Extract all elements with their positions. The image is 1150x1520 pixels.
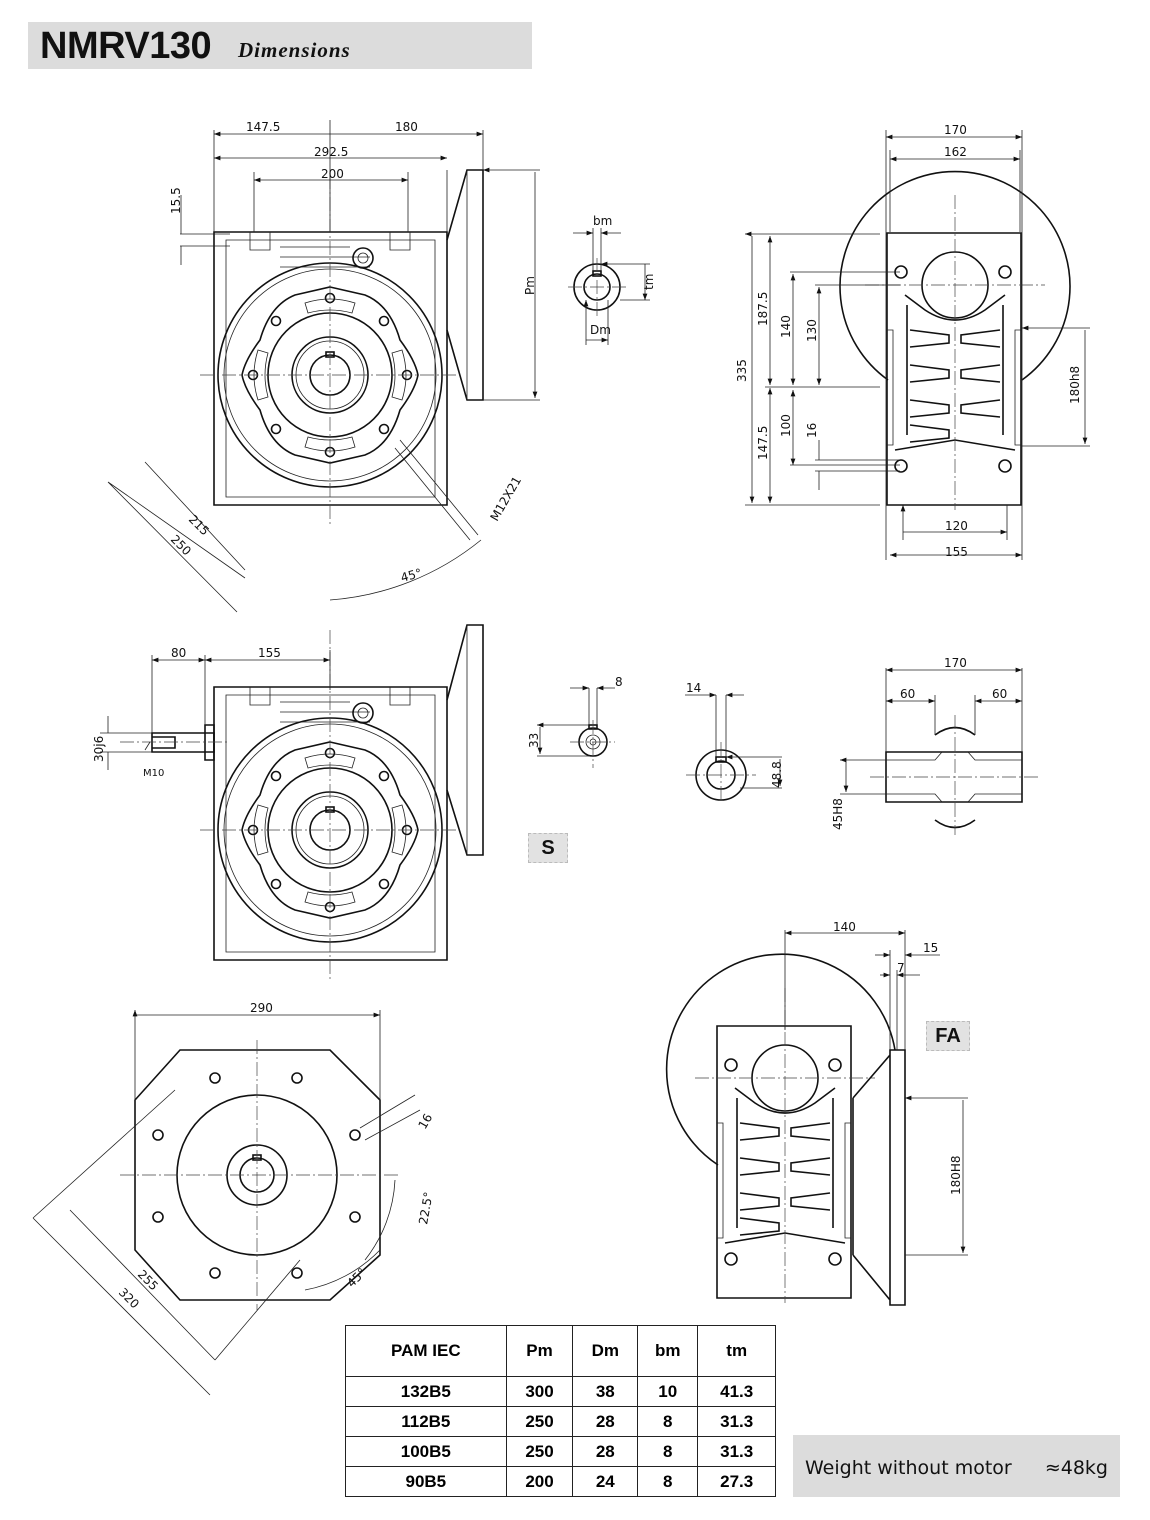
header-tm: tm xyxy=(697,1325,776,1377)
weight-value: ≈48kg xyxy=(1044,1457,1108,1479)
cell: 112B5 xyxy=(345,1406,507,1437)
dim-292-5: 292.5 xyxy=(314,145,348,159)
dim-200: 200 xyxy=(321,167,344,181)
fa-view-drawing: 140 15 7 180H8 xyxy=(665,920,968,1306)
dim-48-8: 48.8 xyxy=(770,761,784,788)
dim-147-5-lower: 147.5 xyxy=(756,426,770,460)
dim-255: 255 xyxy=(135,1267,161,1293)
dim-180h8: 180h8 xyxy=(1068,366,1082,404)
dim-80: 80 xyxy=(171,646,186,660)
dim-60-left: 60 xyxy=(900,687,915,701)
dim-290: 290 xyxy=(250,1001,273,1015)
title-bar: NMRV130 Dimensions xyxy=(28,22,532,69)
dim-140: 140 xyxy=(779,315,793,338)
cell: 38 xyxy=(572,1376,639,1407)
angle-22-5: 22.5° xyxy=(416,1191,435,1226)
dim-155-input: 155 xyxy=(258,646,281,660)
header-dm: Dm xyxy=(572,1325,639,1377)
dim-30j6: 30j6 xyxy=(92,736,106,762)
header-bm: bm xyxy=(637,1325,699,1377)
dim-155: 155 xyxy=(945,545,968,559)
header-pm: Pm xyxy=(505,1325,574,1377)
cell: 31.3 xyxy=(697,1436,776,1467)
dim-dm: Dm xyxy=(590,323,611,337)
cell: 10 xyxy=(637,1376,699,1407)
dim-147-5: 147.5 xyxy=(246,120,280,134)
dim-187-5: 187.5 xyxy=(756,292,770,326)
dim-320: 320 xyxy=(116,1285,142,1311)
cell: 100B5 xyxy=(345,1436,507,1467)
weight-box: Weight without motor ≈48kg xyxy=(793,1435,1120,1497)
cell: 250 xyxy=(505,1436,574,1467)
dim-170: 170 xyxy=(944,123,967,137)
badge-s: S xyxy=(528,833,568,863)
cell: 8 xyxy=(637,1406,699,1437)
dim-250: 250 xyxy=(168,532,194,558)
side-view-drawing: 170 162 335 187.5 140 130 147.5 100 16 1… xyxy=(735,123,1090,560)
cell: 8 xyxy=(637,1466,699,1497)
subtitle: Dimensions xyxy=(238,38,351,62)
dim-pm: Pm xyxy=(523,276,537,295)
cell: 24 xyxy=(572,1466,639,1497)
cell: 27.3 xyxy=(697,1466,776,1497)
cell: 28 xyxy=(572,1406,639,1437)
dim-45h8: 45H8 xyxy=(831,798,845,830)
hollow-shaft-drawing: 170 60 60 45H8 xyxy=(831,656,1040,835)
cell: 300 xyxy=(505,1376,574,1407)
dim-7: 7 xyxy=(897,961,905,975)
cell: 31.3 xyxy=(697,1406,776,1437)
dim-15-5: 15.5 xyxy=(169,187,183,214)
weight-label: Weight without motor xyxy=(805,1457,1012,1479)
dim-215: 215 xyxy=(186,512,212,538)
thread-m10: M10 xyxy=(143,768,164,779)
dim-60-right: 60 xyxy=(992,687,1007,701)
input-shaft-section: 8 33 xyxy=(527,675,623,768)
dim-180H8: 180H8 xyxy=(949,1155,963,1195)
table-header-row: PAM IEC Pm Dm bm tm xyxy=(345,1325,776,1377)
dim-14: 14 xyxy=(686,681,701,695)
thread-m12x21: M12X21 xyxy=(487,474,524,524)
cell: 200 xyxy=(505,1466,574,1497)
input-shaft-view-drawing: 80 155 30j6 M10 xyxy=(92,624,484,981)
dim-100: 100 xyxy=(779,414,793,437)
dim-33: 33 xyxy=(527,733,541,748)
flange-view-drawing: 290 16 22.5° 45° 255 320 xyxy=(32,1001,436,1396)
dim-8: 8 xyxy=(615,675,623,689)
cell: 90B5 xyxy=(345,1466,507,1497)
model-title: NMRV130 xyxy=(40,25,212,67)
output-bore-section: 14 48.8 xyxy=(685,681,784,801)
dim-bm: bm xyxy=(593,214,612,228)
dim-335: 335 xyxy=(735,359,749,382)
dim-120: 120 xyxy=(945,519,968,533)
cell: 28 xyxy=(572,1436,639,1467)
badge-fa: FA xyxy=(926,1021,970,1051)
dim-130: 130 xyxy=(805,319,819,342)
angle-45: 45° xyxy=(399,566,423,585)
shaft-key-drawing: bm tm Dm xyxy=(568,214,656,345)
cell: 132B5 xyxy=(345,1376,507,1407)
header-pam-iec: PAM IEC xyxy=(345,1325,507,1377)
dim-16-flange: 16 xyxy=(415,1111,435,1131)
front-view-drawing: 147.5 180 292.5 200 15.5 Pm 215 250 M12X… xyxy=(107,120,540,613)
cell: 250 xyxy=(505,1406,574,1437)
cell: 8 xyxy=(637,1436,699,1467)
dim-180: 180 xyxy=(395,120,418,134)
dim-140-fa: 140 xyxy=(833,920,856,934)
dim-tm: tm xyxy=(642,274,656,290)
dim-15: 15 xyxy=(923,941,938,955)
dim-16: 16 xyxy=(805,423,819,438)
dim-170-hollow: 170 xyxy=(944,656,967,670)
cell: 41.3 xyxy=(697,1376,776,1407)
dim-162: 162 xyxy=(944,145,967,159)
